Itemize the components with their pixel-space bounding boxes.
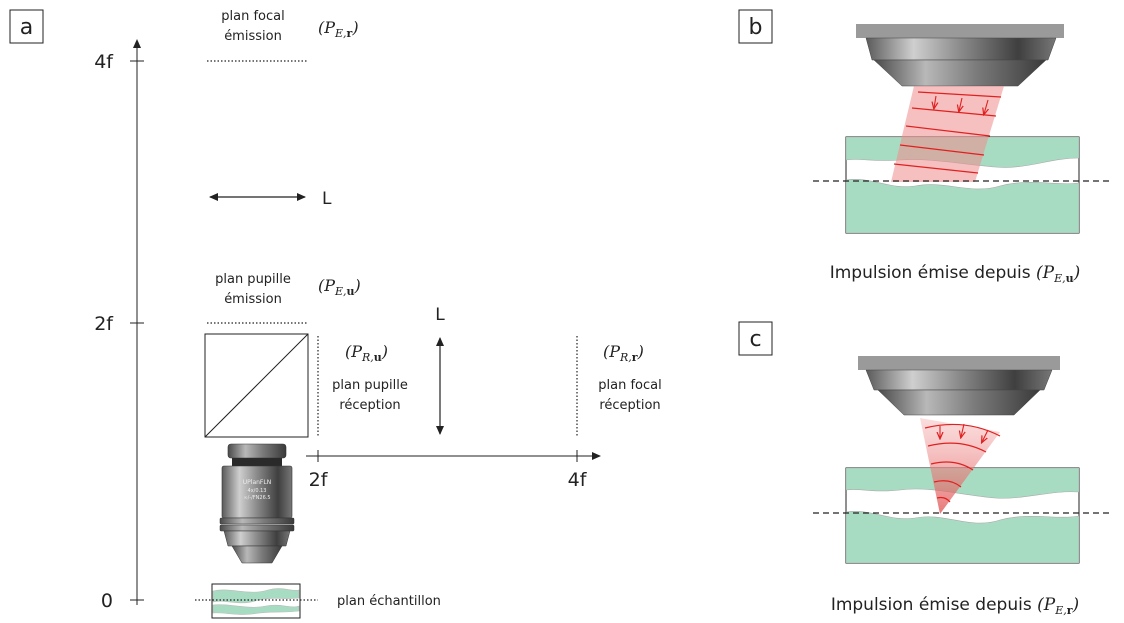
focal-reception-label-1: plan focal [598, 378, 661, 393]
sample-plane-label: plan échantillon [337, 594, 441, 609]
wave-arrows-b [934, 95, 988, 114]
focal-reception-math: (PR,r) [603, 342, 644, 364]
objective-head-b [856, 24, 1064, 87]
objective-text-1: UPlanFLN [243, 479, 271, 486]
focal-reception-label-2: réception [599, 398, 660, 413]
objective-head-c [858, 356, 1060, 416]
panel-c: c Impulsion émise depuis (PE,r) [738, 321, 1112, 617]
focal-emission-label-2: émission [224, 29, 282, 44]
pupil-emission-math: (PE,u) [318, 276, 361, 298]
vertical-tick-label-4f: 4f [94, 51, 114, 73]
pupil-reception-math: (PR,u) [345, 342, 388, 364]
pupil-emission-label-1: plan pupille [215, 272, 291, 287]
objective-lens: UPlanFLN 4x/0.13 ∞/-/FN26.5 [219, 443, 295, 564]
wave-arrows-c [940, 423, 989, 442]
panel-c-letter: c [749, 327, 761, 352]
sample-slide [211, 583, 301, 619]
beam-cone-c [920, 418, 1000, 514]
panel-b: b Impulsion émise depuis (PE,u [738, 9, 1112, 285]
tissue-bottom-b [846, 178, 1079, 233]
beam-b [891, 86, 1004, 182]
tissue-bottom-c [846, 510, 1079, 563]
pupil-reception-label-2: réception [339, 398, 400, 413]
panel-b-letter: b [749, 15, 763, 40]
lens-horizontal-label: L [322, 189, 332, 209]
beam-splitter-diagonal [204, 333, 309, 438]
pupil-reception-label-1: plan pupille [332, 378, 408, 393]
caption-b: Impulsion émise depuis (PE,u) [830, 263, 1081, 285]
panel-a-letter: a [20, 15, 33, 40]
focal-emission-math: (PE,r) [318, 18, 359, 40]
focal-emission-label-1: plan focal [221, 9, 284, 24]
panel-a: a 4f 2f 0 plan focal émission (PE,r) L p… [9, 9, 662, 619]
panel-b-box [738, 9, 773, 44]
vertical-tick-label-0: 0 [101, 590, 113, 612]
wavefronts-b [893, 91, 1002, 174]
panel-c-box [738, 321, 773, 356]
caption-c: Impulsion émise depuis (PE,r) [831, 595, 1079, 617]
objective-text-2: 4x/0.13 [248, 488, 267, 494]
objective-text-3: ∞/-/FN26.5 [243, 495, 270, 501]
horizontal-tick-label-2f: 2f [309, 469, 329, 491]
panel-a-box [9, 9, 44, 44]
lens-vertical-label: L [435, 305, 445, 325]
vertical-tick-label-2f: 2f [94, 313, 114, 335]
horizontal-tick-label-4f: 4f [568, 469, 588, 491]
pupil-emission-label-2: émission [224, 292, 282, 307]
